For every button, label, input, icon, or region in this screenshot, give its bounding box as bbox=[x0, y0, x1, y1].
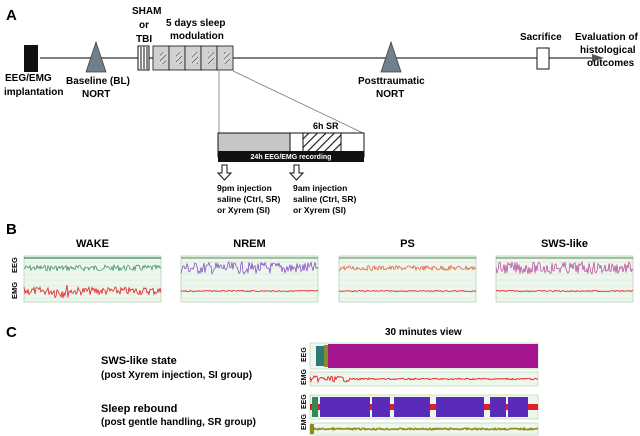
posttraumatic-label-1: Posttraumatic bbox=[358, 76, 425, 87]
timeline-arrowhead bbox=[592, 54, 604, 62]
injection-arrow-am bbox=[288, 164, 305, 181]
sacrifice-block bbox=[536, 47, 550, 70]
sleep-mod-label-2: modulation bbox=[170, 31, 224, 42]
sleep-mod-label-1: 5 days sleep bbox=[166, 18, 225, 29]
day-block-2 bbox=[168, 45, 186, 71]
evaluation-label-3: outcomes bbox=[587, 58, 635, 69]
panel-b-label: B bbox=[6, 221, 17, 238]
sleep-rebound-row bbox=[309, 394, 539, 436]
eeg-trace bbox=[23, 263, 162, 273]
implantation-label-1: EEG/EMG bbox=[5, 73, 52, 84]
sleep-modulation-days bbox=[152, 45, 234, 71]
state-title: NREM bbox=[233, 238, 265, 250]
rebound-eeg-burst-2 bbox=[320, 397, 370, 417]
sws-like-row bbox=[309, 342, 539, 387]
eeg-axis-label-c1: EEG bbox=[301, 347, 308, 362]
injection-pm-2: saline (Ctrl, SR) bbox=[217, 194, 280, 204]
row2-subtitle: (post gentle handling, SR group) bbox=[101, 417, 256, 428]
rebound-eeg-burst-7 bbox=[508, 397, 528, 417]
long-view-traces bbox=[309, 342, 539, 436]
recording-label: 24h EEG/EMG recording bbox=[251, 154, 332, 161]
state-panel-ps: PS bbox=[338, 238, 477, 303]
emg-trace bbox=[23, 285, 162, 299]
panel-a-label: A bbox=[6, 7, 17, 24]
emg-trace bbox=[338, 289, 477, 292]
sws-eeg-onset bbox=[316, 346, 324, 366]
view-title: 30 minutes view bbox=[385, 327, 462, 338]
emg-axis-label-b: EMG bbox=[10, 282, 19, 299]
sr-label: 6h SR bbox=[313, 121, 339, 131]
emg-trace bbox=[495, 289, 634, 293]
day-block-5 bbox=[216, 45, 234, 71]
state-trace-area bbox=[23, 255, 162, 303]
eeg-trace bbox=[495, 260, 634, 275]
tbi-label: TBI bbox=[136, 34, 152, 45]
rebound-emg-trace bbox=[309, 426, 539, 432]
state-trace-area bbox=[338, 255, 477, 303]
panel-c-label: C bbox=[6, 324, 17, 341]
row1-title: SWS-like state bbox=[101, 355, 177, 367]
recording-bar bbox=[218, 151, 364, 162]
state-panel-nrem: NREM bbox=[180, 238, 319, 303]
implantation-block bbox=[24, 45, 38, 72]
eeg-axis-label-b: EEG bbox=[10, 257, 19, 273]
injection-am-1: 9am injection bbox=[293, 183, 347, 193]
evaluation-label-1: Evaluation of bbox=[575, 32, 638, 43]
baseline-label-1: Baseline (BL) bbox=[66, 76, 130, 87]
posttraumatic-label-2: NORT bbox=[376, 89, 404, 100]
sham-label: SHAM bbox=[132, 6, 161, 17]
injection-pm-3: or Xyrem (SI) bbox=[217, 205, 270, 215]
emg-trace bbox=[180, 289, 319, 293]
sws-eeg-transition bbox=[324, 345, 328, 367]
eeg-axis-label-c2: EEG bbox=[301, 394, 308, 409]
row1-subtitle: (post Xyrem injection, SI group) bbox=[101, 370, 252, 381]
rebound-eeg-burst-4 bbox=[394, 397, 430, 417]
state-title: PS bbox=[400, 238, 415, 250]
rebound-eeg-burst-1 bbox=[312, 397, 318, 417]
zoom-line-right bbox=[232, 70, 364, 134]
state-panels: WAKE NREM PS SWS-like bbox=[23, 238, 634, 303]
emg-axis-label-c1: EMG bbox=[301, 369, 308, 386]
rebound-eeg-burst-3 bbox=[372, 397, 390, 417]
row2-title: Sleep rebound bbox=[101, 403, 177, 415]
eeg-trace bbox=[338, 264, 477, 272]
rebound-eeg-burst-6 bbox=[490, 397, 506, 417]
rebound-eeg-burst-5 bbox=[436, 397, 484, 417]
day-block-3 bbox=[184, 45, 202, 71]
implantation-label-2: implantation bbox=[4, 87, 63, 98]
state-panel-wake: WAKE bbox=[23, 238, 162, 303]
injection-pm-1: 9pm injection bbox=[217, 183, 272, 193]
state-title: SWS-like bbox=[541, 238, 588, 250]
state-panel-sws-like: SWS-like bbox=[495, 238, 634, 303]
sws-eeg-band bbox=[328, 344, 538, 368]
injection-am-3: or Xyrem (SI) bbox=[293, 205, 346, 215]
or-label: or bbox=[139, 20, 149, 31]
injection-arrow-pm bbox=[216, 164, 233, 181]
eeg-trace bbox=[180, 260, 319, 275]
posttraumatic-nort-triangle bbox=[380, 40, 402, 73]
evaluation-label-2: histological bbox=[580, 45, 636, 56]
day-block-1 bbox=[152, 45, 170, 71]
sacrifice-label: Sacrifice bbox=[520, 32, 562, 43]
baseline-label-2: NORT bbox=[82, 89, 110, 100]
emg-axis-label-c2: EMG bbox=[301, 414, 308, 431]
state-title: WAKE bbox=[76, 238, 109, 250]
baseline-nort-triangle bbox=[85, 40, 107, 73]
sws-emg-trace bbox=[309, 375, 539, 384]
day-block-4 bbox=[200, 45, 218, 71]
injection-am-2: saline (Ctrl, SR) bbox=[293, 194, 356, 204]
